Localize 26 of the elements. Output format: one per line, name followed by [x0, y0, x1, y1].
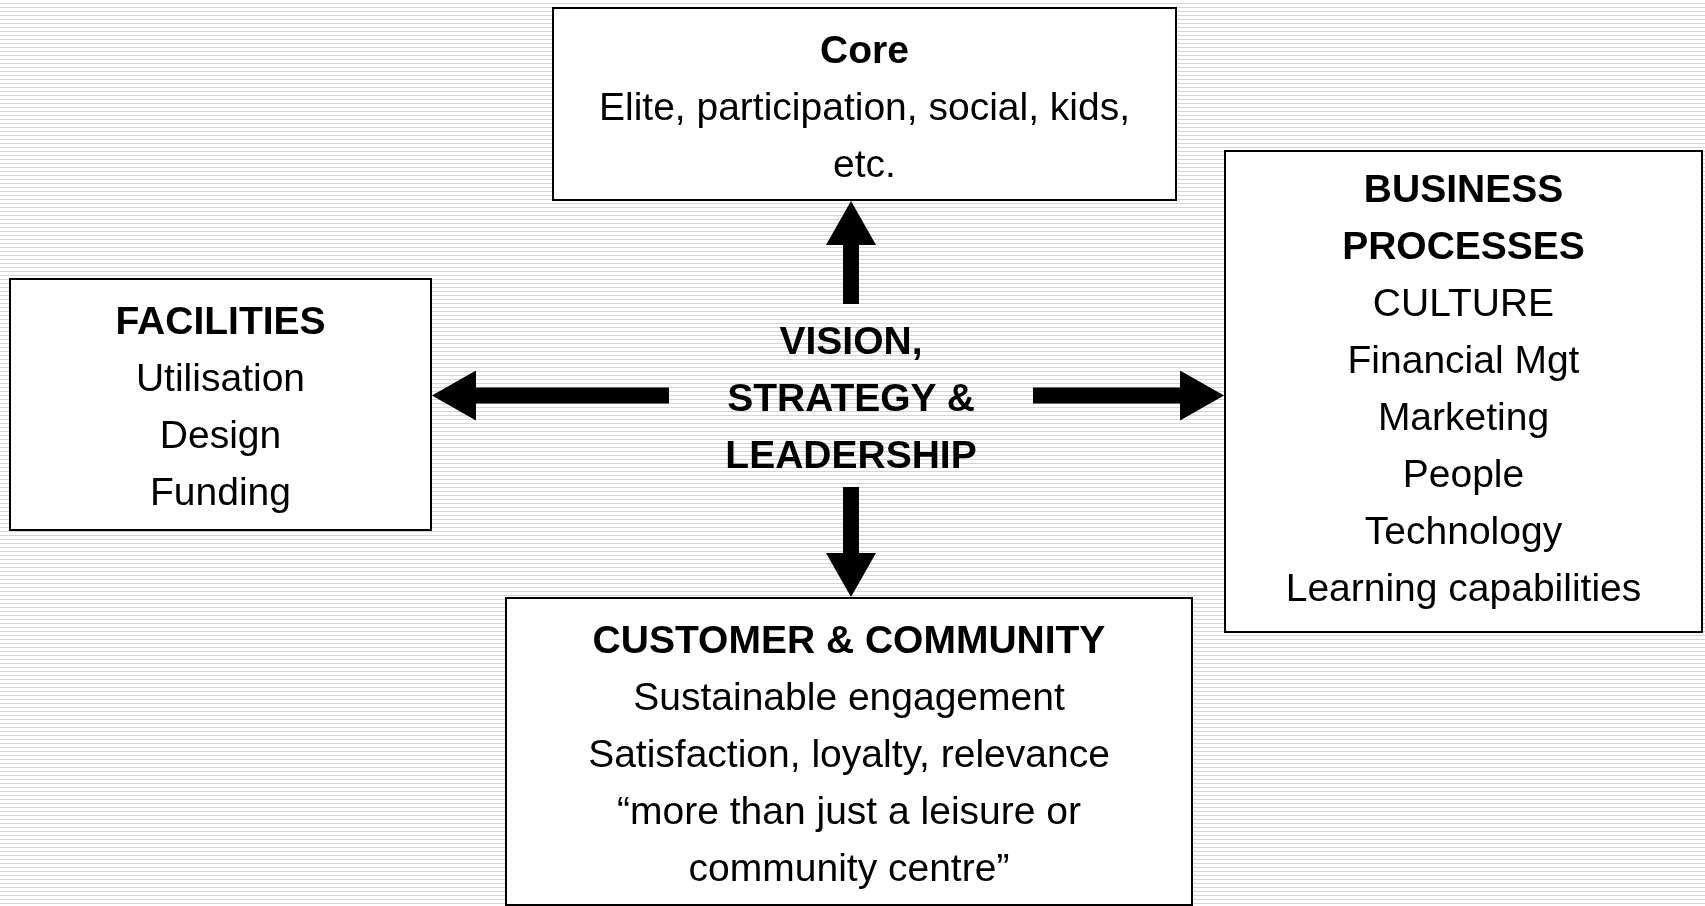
heading: FACILITIES: [115, 298, 326, 344]
body-text: Financial Mgt: [1347, 337, 1580, 383]
heading: VISION, STRATEGY & LEADERSHIP: [724, 318, 978, 478]
text-box: [9, 278, 432, 531]
arrow: [826, 201, 876, 304]
body-text: Technology: [1364, 508, 1563, 554]
body-text: Utilisation: [135, 355, 306, 401]
body-text: People: [1402, 451, 1525, 497]
arrow: [826, 487, 876, 597]
heading: CUSTOMER & COMMUNITY: [592, 617, 1106, 663]
body-text: Design: [159, 412, 282, 458]
heading: Core: [820, 27, 909, 73]
heading: BUSINESS PROCESSES: [1341, 166, 1586, 269]
body-text: CULTURE: [1372, 280, 1555, 326]
arrow: [1033, 370, 1224, 421]
body-text: Learning capabilities: [1285, 565, 1642, 611]
text-box: [1224, 150, 1703, 633]
body-text: Funding: [150, 469, 291, 515]
text-box: [552, 7, 1177, 201]
body-text: Marketing: [1377, 394, 1550, 440]
text-box: [505, 597, 1193, 906]
body-text: Sustainable engagement: [633, 674, 1065, 720]
body-text: Elite, participation, social, kids, etc.: [597, 84, 1132, 187]
body-text: “more than just a leisure or community centre”: [616, 788, 1082, 891]
body-text: Satisfaction, loyalty, relevance: [588, 731, 1110, 777]
arrow: [432, 370, 669, 421]
